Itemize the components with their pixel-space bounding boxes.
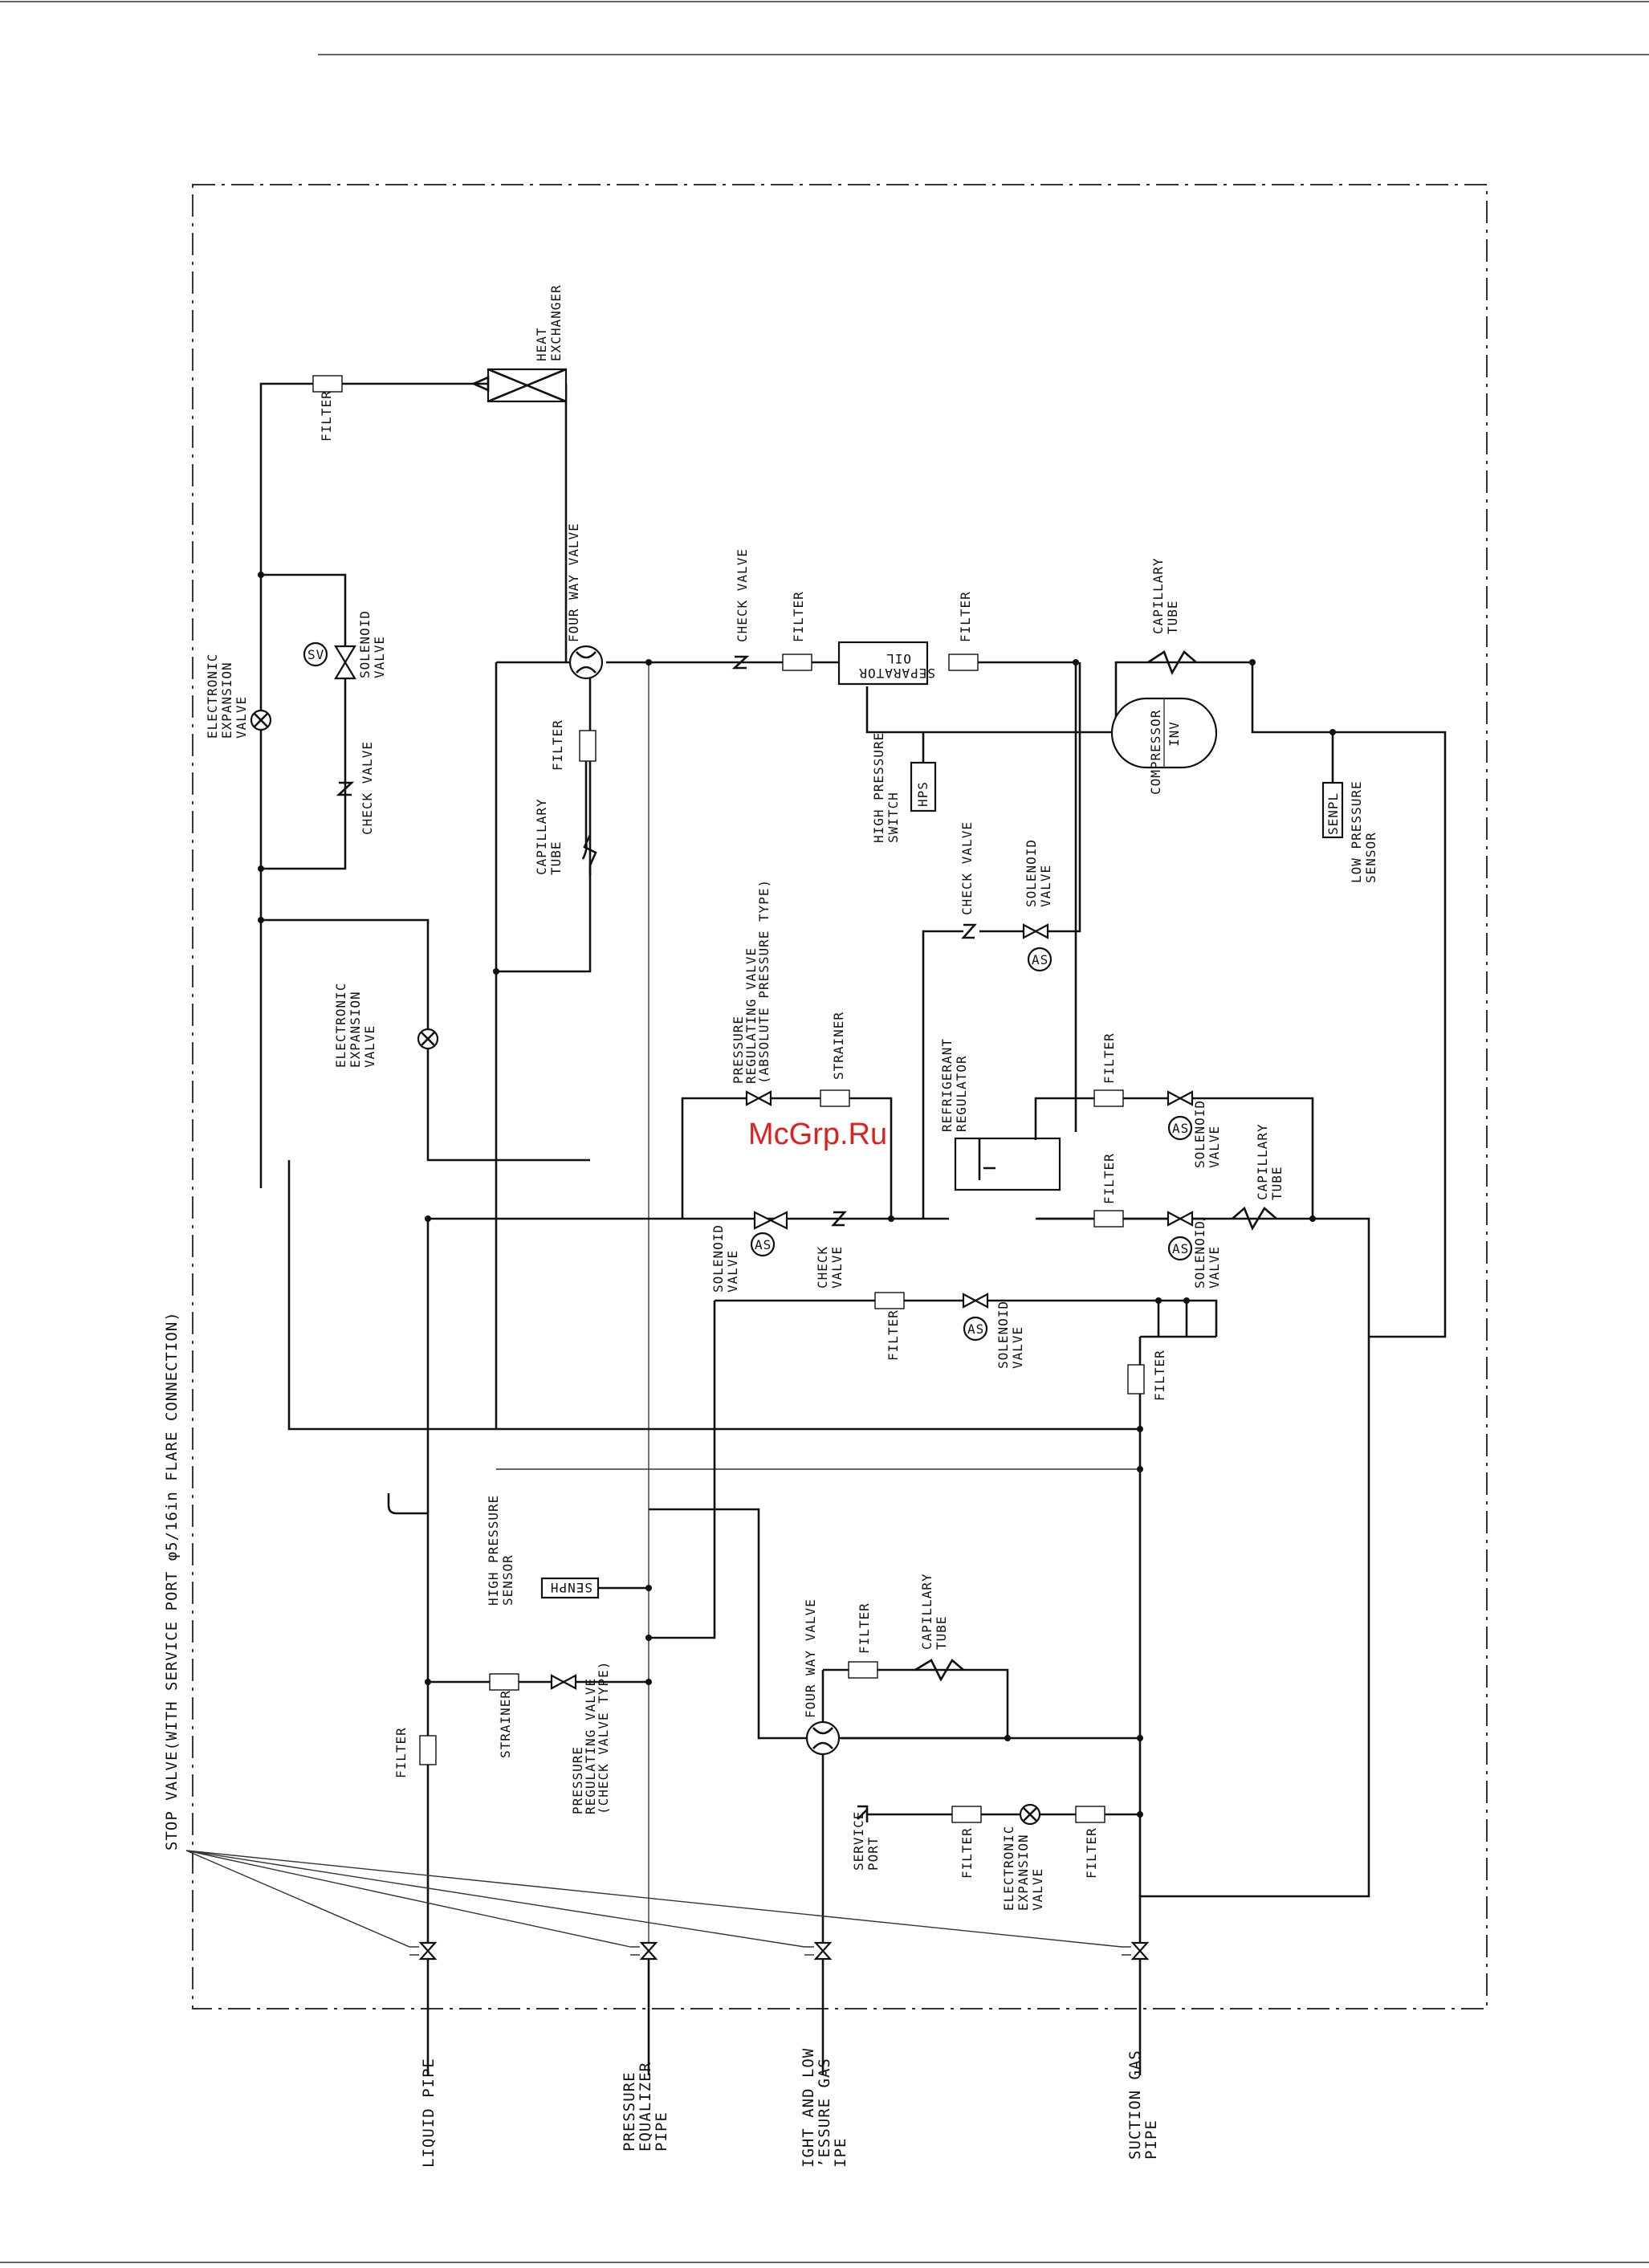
prv-check-label: PRESSURE REGULATING VALVE (CHECK VALVE T… bbox=[570, 1661, 611, 1814]
unit-boundary bbox=[192, 184, 1488, 2009]
senph-text: SENPH bbox=[550, 1580, 592, 1595]
check-valve-label-4: CHECK VALVE bbox=[815, 1237, 845, 1289]
as-text-3: AS bbox=[1172, 1121, 1189, 1136]
filter-label-12: FILTER bbox=[1084, 1827, 1099, 1879]
check-valve-symbols bbox=[336, 655, 977, 1227]
stop-valve-note: STOP VALVE(WITH SERVICE PORT φ5/16in FLA… bbox=[163, 1311, 181, 1851]
filter-label-6: FILTER bbox=[1101, 1153, 1117, 1204]
filter-label-4: FILTER bbox=[958, 591, 973, 642]
coil-symbols: SV AS AS AS AS AS bbox=[303, 641, 1193, 1342]
as-text-1: AS bbox=[755, 1237, 772, 1252]
heat-exchanger bbox=[470, 368, 568, 403]
solenoid-label-6: SOLENOID VALVE bbox=[996, 1292, 1025, 1369]
eev-label-3: ELECTRONIC EXPANSION VALVE bbox=[1001, 1817, 1045, 1911]
eev-label-1: ELECTRONIC EXPANSION VALVE bbox=[205, 645, 249, 739]
filter-label-9: FILTER bbox=[857, 1602, 872, 1654]
high-pressure-sensor-label: HIGH PRESSURE SENSOR bbox=[486, 1486, 515, 1606]
compressor-label: COMPRESSOR bbox=[1148, 710, 1163, 795]
liquid-pipe-label: LIQUID PIPE bbox=[420, 2058, 438, 2168]
strainer-label-1: STRAINER bbox=[831, 1012, 846, 1080]
oil-separator bbox=[837, 641, 929, 686]
senph-box bbox=[540, 1577, 600, 1599]
hps-text: HPS bbox=[915, 781, 930, 807]
refrigerant-regulator-label: REFRIGERANT REGULATOR bbox=[939, 1029, 969, 1132]
check-valve-label-3: CHECK VALVE bbox=[959, 821, 975, 915]
filter-label-11: FILTER bbox=[959, 1827, 975, 1879]
compressor bbox=[1110, 697, 1218, 769]
capillary-label-4: CAPILLARY TUBE bbox=[919, 1565, 949, 1650]
as-text-2: AS bbox=[1032, 952, 1048, 967]
filter-label-5: FILTER bbox=[1101, 1032, 1117, 1084]
capillary-label-2: CAPILLARY TUBE bbox=[1150, 549, 1180, 634]
stop-valves bbox=[409, 1941, 1150, 1961]
hps-switch-box bbox=[910, 761, 937, 812]
low-pressure-sensor-label: LOW PRESSURE SENSOR bbox=[1349, 772, 1378, 883]
prv-abs-symbol bbox=[745, 1090, 772, 1106]
watermark: McGrp.Ru bbox=[748, 1118, 887, 1151]
hl-gas-pipe-label: IGHT AND LOW ’ESSURE GAS IPE bbox=[800, 2038, 849, 2168]
check-valve-label-2: CHECK VALVE bbox=[735, 548, 750, 642]
inv-label: INV bbox=[1167, 721, 1182, 747]
four-way-valve-label-2: FOUR WAY VALVE bbox=[803, 1598, 818, 1718]
filter-symbols bbox=[312, 375, 1145, 1823]
filter-label-3: FILTER bbox=[791, 591, 806, 642]
prv-abs-label: PRESSURE REGULATING VALVE (ABSOLUTE PRES… bbox=[731, 879, 772, 1084]
solenoid-label-2: SOLENOID VALVE bbox=[710, 1215, 740, 1293]
capillary-symbols bbox=[583, 649, 1277, 1682]
junction-dots bbox=[258, 572, 1336, 1818]
eev-label-2: ELECTRONIC EXPANSION VALVE bbox=[333, 974, 377, 1068]
filter-label-1: FILTER bbox=[319, 390, 334, 442]
senpl-text: SENPL bbox=[1325, 792, 1341, 835]
filter-label-7: FILTER bbox=[886, 1309, 901, 1361]
suction-pipe-label: SUCTION GAS PIPE bbox=[1126, 2040, 1160, 2160]
filter-label-8: FILTER bbox=[1152, 1350, 1167, 1401]
solenoid-valve-symbols bbox=[334, 645, 1194, 1309]
four-way-valve-label-1: FOUR WAY VALVE bbox=[566, 523, 581, 642]
filter-label-2: FILTER bbox=[550, 719, 565, 771]
pressure-equalizer-label: PRESSURE EQUALIZER PIPE bbox=[621, 2052, 670, 2152]
solenoid-label-5: SOLENOID VALVE bbox=[1192, 1211, 1222, 1289]
check-valve-label-1: CHECK VALVE bbox=[360, 741, 375, 835]
strainer-label-2: STRAINER bbox=[498, 1690, 513, 1758]
capillary-label-3: CAPILLARY TUBE bbox=[1255, 1115, 1285, 1200]
as-text-5: AS bbox=[967, 1321, 984, 1337]
senpl-box bbox=[1321, 781, 1344, 839]
service-port-symbol bbox=[857, 1805, 869, 1822]
solenoid-label-3: SOLENOID VALVE bbox=[1024, 830, 1053, 907]
as-text-4: AS bbox=[1172, 1241, 1189, 1256]
capillary-label-1: CAPILLARY TUBE bbox=[534, 790, 564, 875]
solenoid-label-4: SOLENOID VALVE bbox=[1192, 1091, 1222, 1168]
piping bbox=[259, 382, 1447, 2075]
eev-symbols bbox=[250, 709, 1041, 1826]
hps-switch-label: HIGH PRESSURE SWITCH bbox=[871, 723, 901, 843]
prv-check-symbol bbox=[550, 1674, 577, 1690]
stop-valve-leaders bbox=[185, 1850, 1122, 1948]
filter-label-10: FILTER bbox=[393, 1727, 409, 1778]
four-way-valve-symbols bbox=[568, 645, 841, 1756]
service-port-label: SERVICE PORT bbox=[851, 1802, 881, 1871]
solenoid-label-1: SOLENOID VALVE bbox=[357, 601, 387, 678]
oil-separator-label: OIL SEPARATOR bbox=[858, 651, 935, 681]
heat-exchanger-label: HEAT EXCHANGER bbox=[534, 284, 564, 361]
sv-text: SV bbox=[307, 647, 324, 662]
